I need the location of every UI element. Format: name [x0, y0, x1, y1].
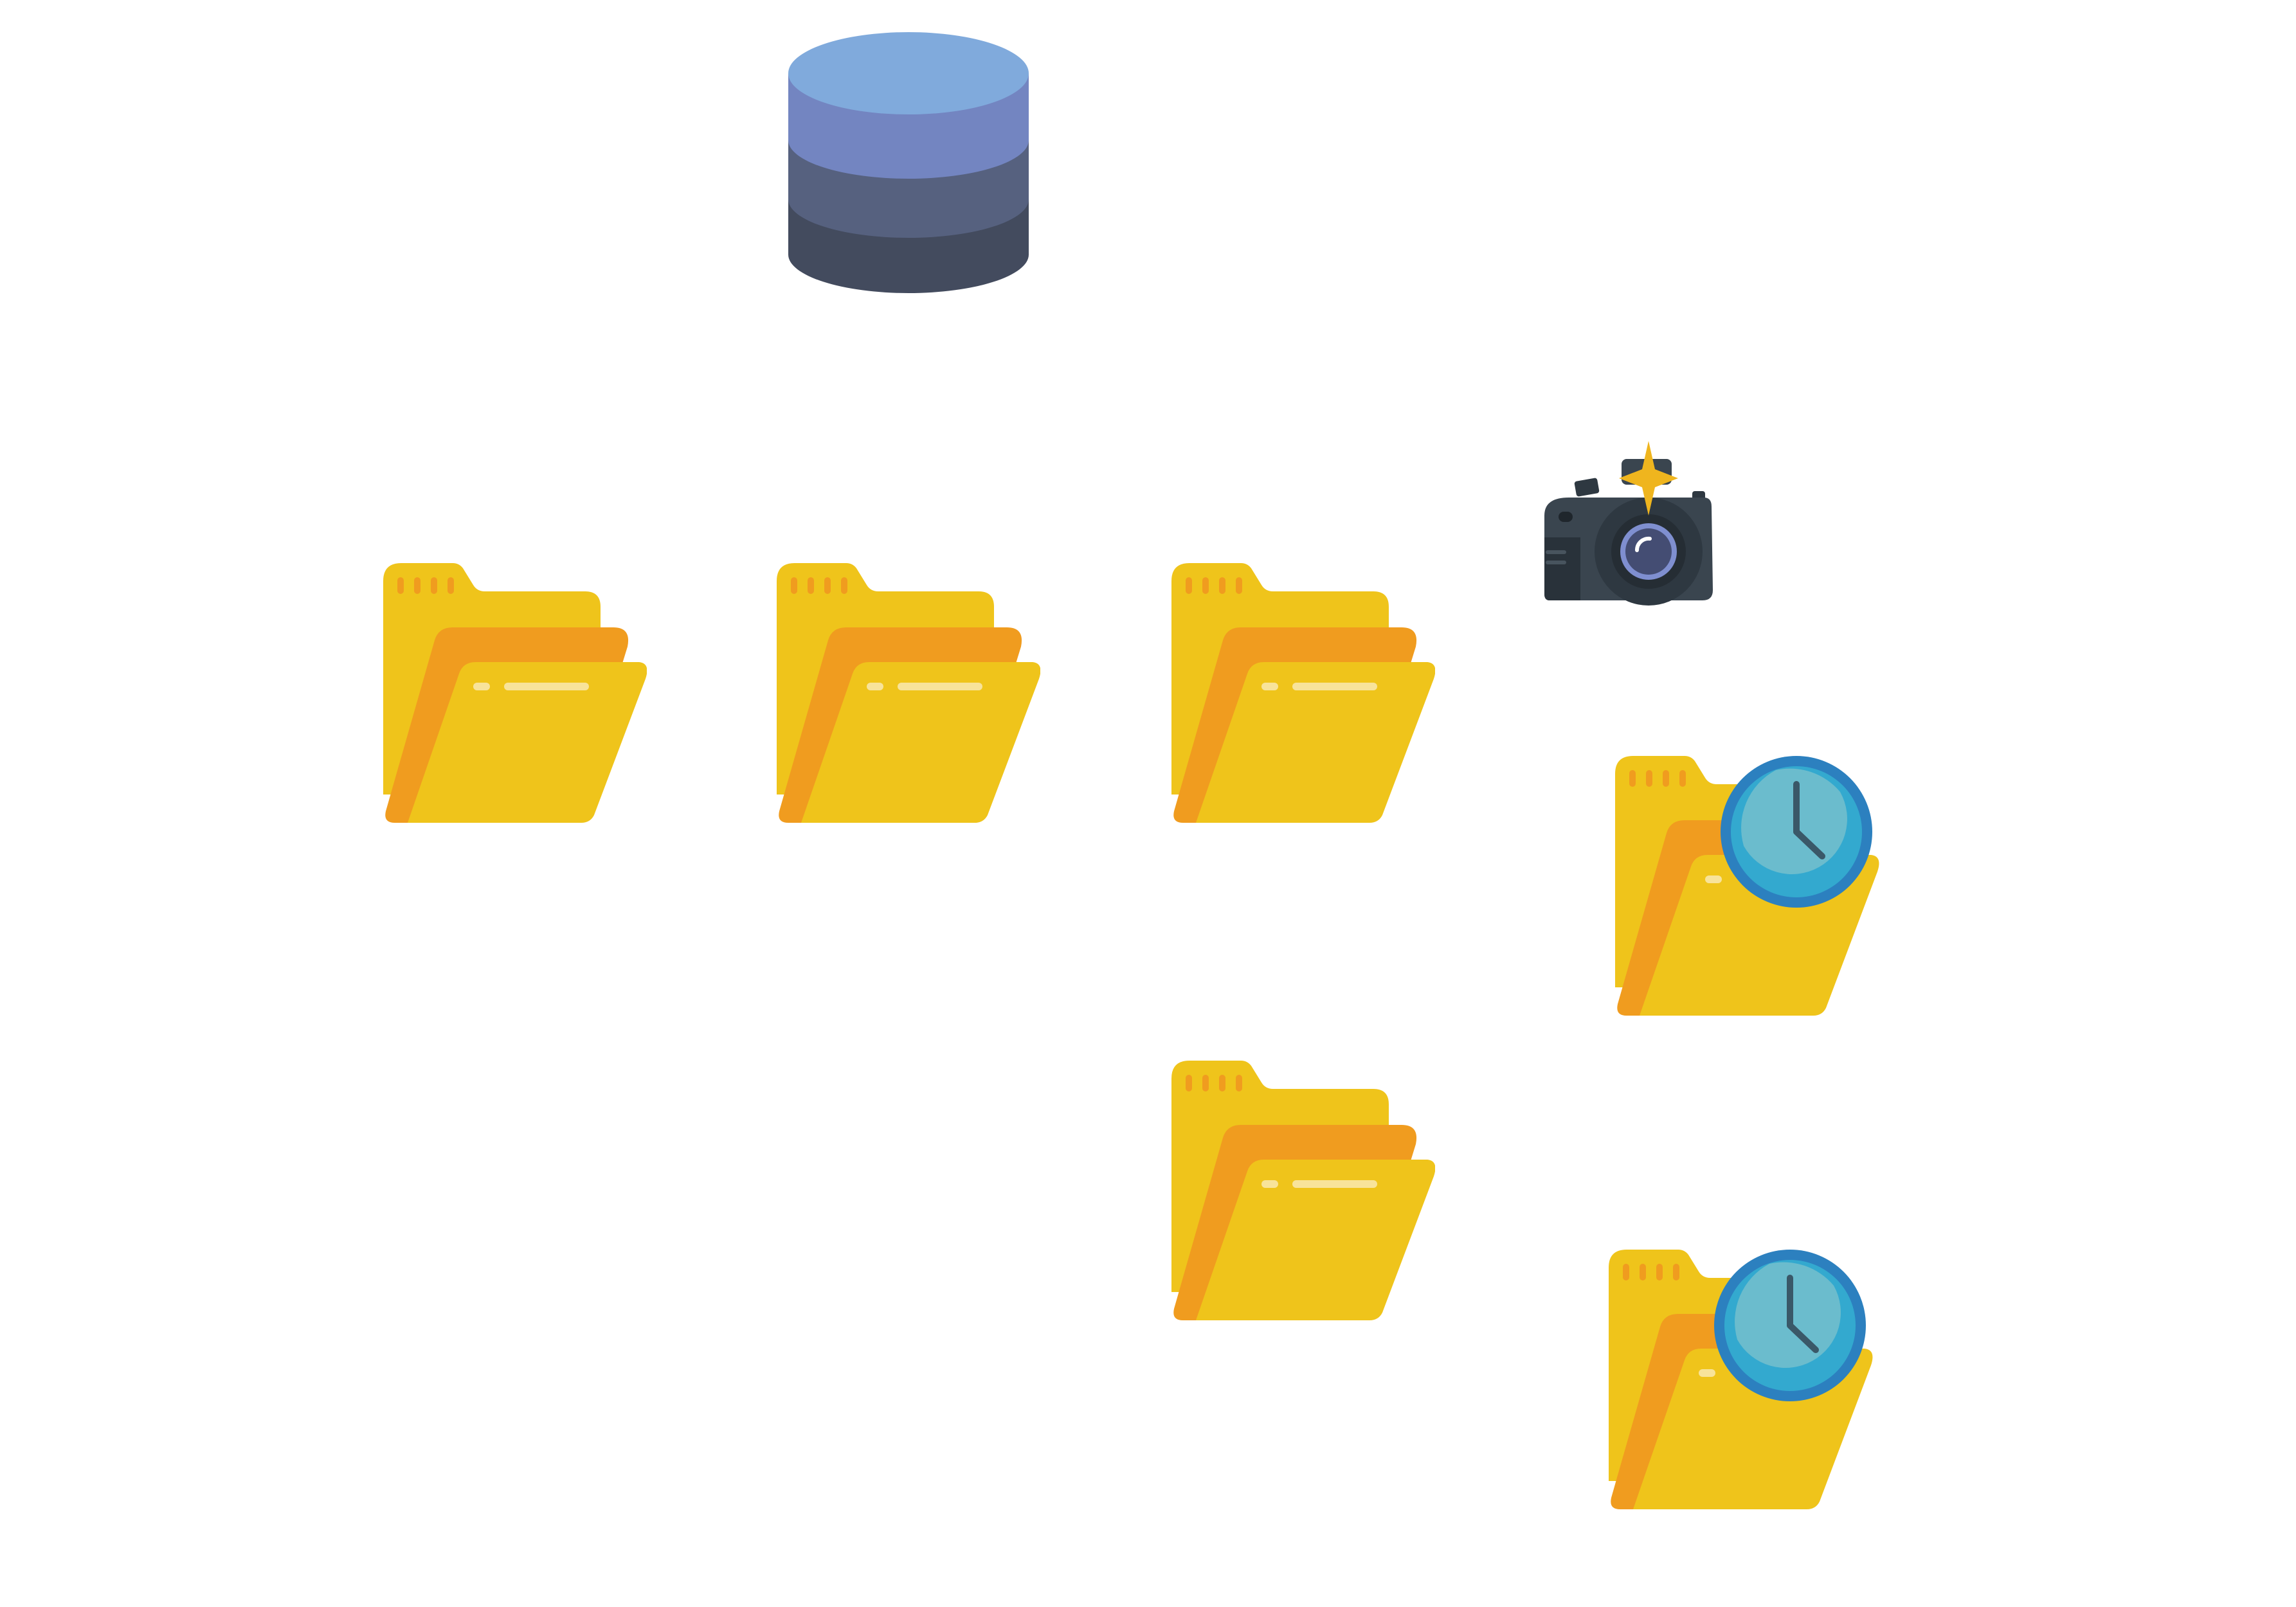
folder-icon: [1171, 1061, 1435, 1324]
db-top: [788, 32, 1029, 114]
camera-icon: [1543, 441, 1723, 609]
folder-icon: [383, 563, 647, 827]
folder-icon: [1171, 563, 1435, 827]
scheduled-folder-icon: [1609, 1250, 1879, 1513]
database-icon: [788, 31, 1029, 298]
flash-sparkle: [1619, 441, 1678, 516]
clock-icon: [1714, 1250, 1866, 1401]
scheduled-folder-icon: [1615, 756, 1885, 1019]
clock-icon: [1721, 756, 1872, 908]
folder-icon: [777, 563, 1040, 827]
